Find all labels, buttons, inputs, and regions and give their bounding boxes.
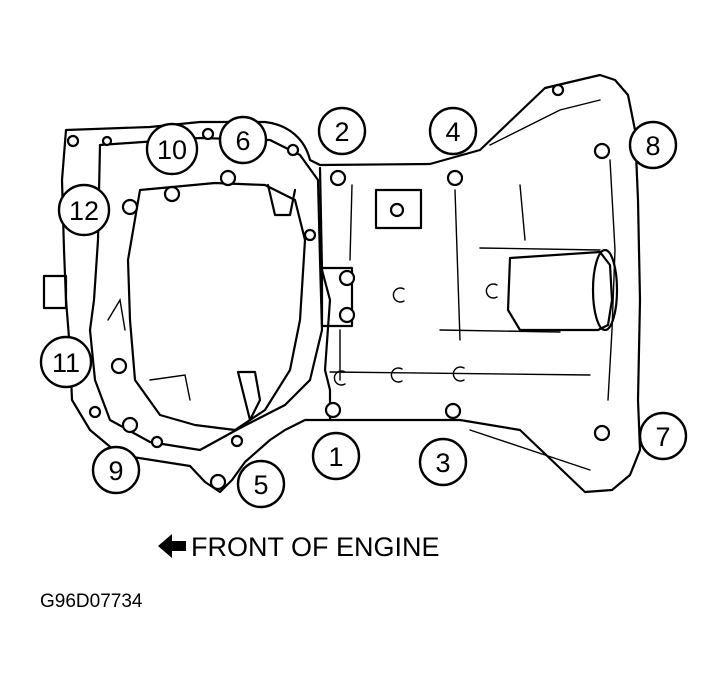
bolt-hole bbox=[110, 357, 128, 375]
bolt-hole bbox=[209, 473, 227, 491]
bolt-callout-7: 7 bbox=[638, 411, 688, 461]
bolt-hole bbox=[163, 185, 181, 203]
bolt-number-label: 8 bbox=[645, 131, 660, 161]
bolt-number-label: 1 bbox=[328, 442, 343, 472]
bolt-holes bbox=[66, 83, 611, 491]
bolt-hole bbox=[338, 306, 356, 324]
figure-code: G96D07734 bbox=[40, 591, 143, 612]
bolt-hole bbox=[593, 424, 611, 442]
bolt-number-label: 12 bbox=[69, 196, 99, 226]
bolt-number-label: 7 bbox=[655, 422, 670, 452]
bolt-hole bbox=[101, 135, 113, 147]
bolt-hole bbox=[121, 416, 139, 434]
caption-text: FRONT OF ENGINE bbox=[191, 532, 440, 562]
bolt-callout-10: 10 bbox=[145, 122, 199, 176]
bolt-hole bbox=[324, 401, 342, 419]
bolt-number-label: 9 bbox=[108, 456, 123, 486]
bolt-hole bbox=[593, 142, 611, 160]
bolt-number-label: 11 bbox=[52, 348, 80, 378]
bolt-callout-4: 4 bbox=[428, 106, 478, 156]
bolt-number-label: 10 bbox=[157, 135, 187, 165]
bolt-number-label: 2 bbox=[334, 117, 349, 147]
front-of-engine-caption: FRONT OF ENGINE bbox=[158, 532, 440, 562]
bolt-hole bbox=[219, 169, 237, 187]
bolt-number-label: 5 bbox=[253, 470, 268, 500]
bolt-hole bbox=[121, 198, 139, 216]
bolt-callout-9: 9 bbox=[91, 445, 141, 495]
bolt-callout-8: 8 bbox=[628, 120, 678, 170]
bolt-hole bbox=[286, 143, 300, 157]
bolt-callouts: 1 2 3 4 5 6 7 8 bbox=[39, 106, 688, 509]
bolt-hole bbox=[230, 434, 244, 448]
bolt-hole bbox=[201, 127, 215, 141]
bolt-hole bbox=[66, 134, 80, 148]
bolt-hole bbox=[303, 228, 317, 242]
bolt-callout-1: 1 bbox=[311, 431, 361, 481]
bolt-hole bbox=[551, 83, 565, 97]
left-arrow-icon bbox=[158, 534, 186, 558]
bolt-hole bbox=[338, 269, 356, 287]
bolt-callout-12: 12 bbox=[57, 183, 111, 237]
bolt-callout-6: 6 bbox=[218, 115, 268, 165]
bolt-number-label: 3 bbox=[435, 448, 450, 478]
bolt-number-label: 6 bbox=[235, 126, 250, 156]
bolt-hole bbox=[446, 169, 464, 187]
bolt-hole bbox=[150, 435, 164, 449]
bolt-callout-2: 2 bbox=[317, 106, 367, 156]
bolt-callout-3: 3 bbox=[418, 437, 468, 487]
bolt-hole bbox=[389, 202, 405, 218]
bolt-hole bbox=[444, 402, 462, 420]
bolt-number-label: 4 bbox=[445, 117, 460, 147]
bolt-callout-5: 5 bbox=[236, 459, 286, 509]
bolt-callout-11: 11 bbox=[39, 335, 93, 389]
bolt-hole bbox=[329, 169, 347, 187]
bolt-hole bbox=[88, 405, 102, 419]
